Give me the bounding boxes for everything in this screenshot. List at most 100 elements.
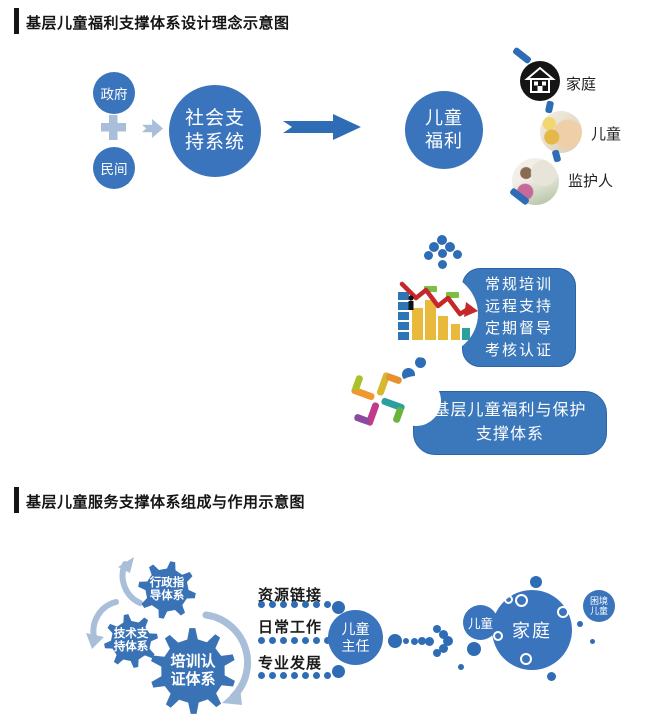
family-outer-dot bbox=[589, 638, 595, 644]
duty-row-dot bbox=[268, 636, 276, 644]
title-accent-bar bbox=[14, 8, 19, 34]
gear-tech-line1: 技术支 bbox=[113, 628, 149, 640]
child-target-label: 儿童 bbox=[591, 126, 622, 143]
duty-row-dot bbox=[312, 671, 320, 679]
gear-tech-label: 技术支 持体系 bbox=[101, 628, 161, 654]
up-arrow-dot bbox=[437, 248, 447, 258]
bubble-ring bbox=[514, 593, 528, 607]
family-outer-dot bbox=[467, 642, 481, 656]
family-outer-dot bbox=[546, 671, 556, 681]
family-circle-label: 家庭 bbox=[512, 621, 552, 641]
support-system-bubble: 基层儿童福利与保护 支撑体系 bbox=[413, 391, 607, 455]
director-arrow-dot bbox=[433, 649, 441, 657]
gear-training-line1: 培训认 bbox=[170, 653, 216, 670]
chart-icon bbox=[398, 281, 478, 340]
child-circle-label: 儿童 bbox=[467, 617, 493, 631]
duty-resource-label: 资源链接 bbox=[258, 587, 323, 604]
up-arrow-dot bbox=[437, 259, 447, 269]
director-line2: 主任 bbox=[341, 637, 370, 654]
bubble2-line2: 支撑体系 bbox=[475, 426, 544, 443]
bubble-ring bbox=[503, 594, 513, 604]
duty-row-dot bbox=[268, 671, 276, 679]
duty-row-dot bbox=[257, 671, 265, 679]
social-support-circle: 社会支 持系统 bbox=[169, 85, 261, 177]
director-arrow-dot bbox=[433, 625, 441, 633]
up-arrow-dot bbox=[423, 250, 433, 260]
child-photo bbox=[540, 111, 582, 153]
gear-admin-line2: 导体系 bbox=[149, 590, 185, 602]
bubble1-line2: 远程支持 bbox=[484, 297, 553, 315]
bubble1-line4: 考核认证 bbox=[484, 341, 553, 359]
bubble-ring bbox=[493, 631, 503, 641]
small-arrow-icon bbox=[142, 119, 163, 138]
director-arrow-dot bbox=[424, 636, 434, 646]
civil-circle: 民间 bbox=[93, 147, 135, 189]
director-arrow-dot bbox=[438, 629, 448, 639]
curved-arrow-icon bbox=[90, 599, 119, 640]
duty-row-dot bbox=[312, 636, 320, 644]
director-arrow-dot bbox=[410, 637, 418, 645]
duty-row-dot bbox=[323, 600, 331, 608]
bubble2-line1: 基层儿童福利与保护 bbox=[433, 402, 587, 419]
title-accent-bar bbox=[14, 487, 19, 513]
social-line2: 持系统 bbox=[184, 132, 245, 153]
government-label: 政府 bbox=[100, 87, 128, 102]
gear-icon bbox=[138, 561, 196, 619]
duty-daily-label: 日常工作 bbox=[258, 619, 323, 636]
bubble1-line3: 定期督导 bbox=[484, 319, 553, 337]
gear-admin-label: 行政指 导体系 bbox=[137, 577, 197, 603]
section2-title: 基层儿童服务支撑体系组成与作用示意图 bbox=[26, 494, 306, 511]
family-outer-dot bbox=[577, 621, 583, 627]
bubble-ring bbox=[520, 653, 532, 665]
director-arrow-dot bbox=[438, 643, 448, 653]
family-outer-dot bbox=[458, 664, 464, 670]
gear-admin-line1: 行政指 bbox=[149, 577, 185, 589]
big-arrow-icon bbox=[283, 114, 361, 140]
duty-row-dot bbox=[279, 600, 287, 608]
difficult-children-circle: 困境 儿童 bbox=[583, 590, 615, 622]
director-arrow-dot bbox=[443, 636, 453, 646]
tail-dot bbox=[414, 356, 426, 368]
duty-row-dot bbox=[257, 636, 265, 644]
duty-row-dot bbox=[323, 636, 331, 644]
gear-icon bbox=[151, 628, 235, 714]
curved-arrow-icon bbox=[202, 611, 252, 701]
director-arrow-dot bbox=[388, 634, 402, 648]
duty-row-dot bbox=[312, 600, 320, 608]
section1-title: 基层儿童福利支撑体系设计理念示意图 bbox=[26, 15, 290, 32]
plus-icon bbox=[101, 115, 126, 140]
duty-row-dot bbox=[323, 671, 331, 679]
house-icon bbox=[520, 61, 560, 101]
gear-training-label: 培训认 证体系 bbox=[153, 653, 233, 689]
duty-row-dot bbox=[268, 600, 276, 608]
duty-row-dot bbox=[290, 600, 298, 608]
bubble1-line1: 常规培训 bbox=[484, 275, 553, 293]
director-arrow-dot bbox=[418, 637, 426, 645]
duty-row-end-dot bbox=[331, 664, 345, 678]
child-circle: 儿童 bbox=[463, 605, 498, 640]
gear-training-line2: 证体系 bbox=[170, 671, 216, 688]
government-circle: 政府 bbox=[93, 72, 135, 114]
up-arrow-dot bbox=[437, 235, 447, 245]
welfare-line2: 福利 bbox=[425, 131, 463, 151]
director-line1: 儿童 bbox=[341, 620, 370, 637]
family-target-label: 家庭 bbox=[566, 76, 597, 93]
gear-tech-line2: 持体系 bbox=[113, 641, 149, 653]
duty-row-dot bbox=[301, 636, 309, 644]
child-director-circle: 儿童 主任 bbox=[328, 610, 383, 665]
pinwheel-icon bbox=[351, 372, 405, 426]
difficult-line2: 儿童 bbox=[589, 606, 608, 616]
difficult-line1: 困境 bbox=[589, 596, 608, 606]
family-outer-dot bbox=[530, 576, 542, 588]
director-arrow-dot bbox=[403, 638, 409, 644]
gears-graphic bbox=[86, 557, 252, 714]
up-arrow-dot bbox=[452, 249, 462, 259]
duty-row-dot bbox=[279, 636, 287, 644]
duty-row-dot bbox=[301, 671, 309, 679]
welfare-line1: 儿童 bbox=[425, 108, 463, 128]
duty-row-dot bbox=[257, 600, 265, 608]
gear-icon bbox=[104, 614, 158, 668]
bubble-ring bbox=[557, 606, 569, 618]
up-arrow-dot bbox=[445, 242, 455, 252]
